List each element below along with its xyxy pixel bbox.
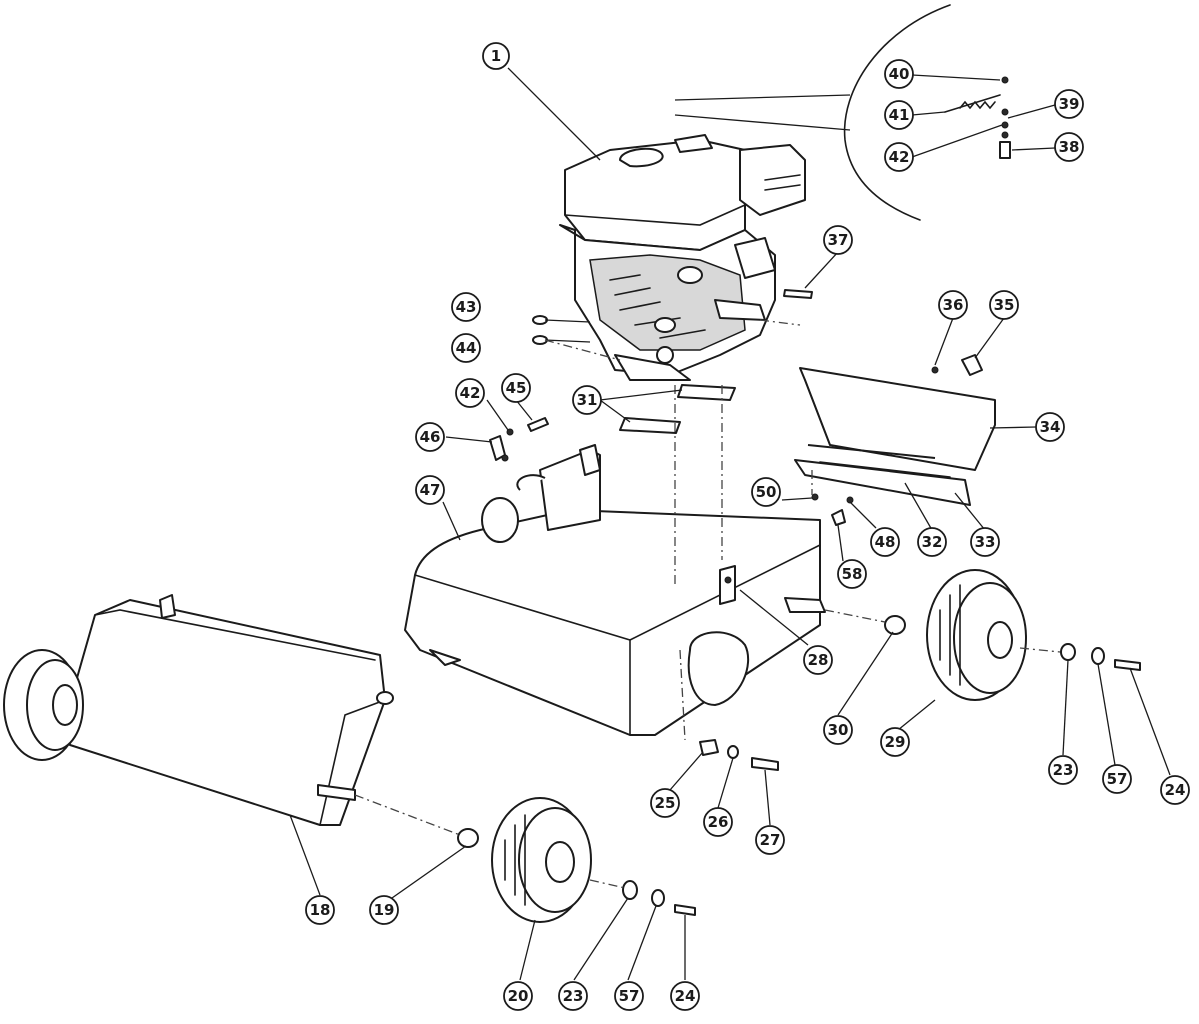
callout-34: 34: [1035, 412, 1065, 442]
svg-text:1: 1: [491, 47, 501, 65]
callout-19: 19: [369, 895, 399, 925]
roller-housing: [3, 594, 394, 826]
callout-31: 31: [572, 385, 602, 415]
callout-48: 48: [870, 527, 900, 557]
callout-26: 26: [703, 807, 733, 837]
callout-57-bottom: 57: [614, 981, 644, 1011]
svg-text:43: 43: [456, 298, 477, 316]
svg-text:31: 31: [577, 391, 598, 409]
callout-24-bottom: 24: [670, 981, 700, 1011]
svg-text:33: 33: [975, 533, 996, 551]
callout-46: 46: [415, 422, 445, 452]
mounting-plates: [619, 384, 736, 434]
callouts: 1 40 41 39 42 38 37 43 44 36 35 42 45 31…: [305, 42, 1190, 1011]
discharge-guard: [794, 354, 996, 526]
callout-30: 30: [823, 715, 853, 745]
callout-42-top: 42: [884, 142, 914, 172]
callout-28: 28: [803, 645, 833, 675]
callout-42-mid: 42: [455, 378, 485, 408]
svg-text:47: 47: [420, 481, 441, 499]
svg-text:24: 24: [1165, 781, 1186, 799]
svg-text:57: 57: [1107, 770, 1128, 788]
front-wheel: [457, 797, 696, 923]
callout-24-right: 24: [1160, 775, 1190, 805]
svg-text:23: 23: [1053, 761, 1074, 779]
callout-40: 40: [884, 59, 914, 89]
callout-1: 1: [482, 42, 510, 70]
svg-text:20: 20: [508, 987, 529, 1005]
engine: [559, 134, 806, 381]
callout-27: 27: [755, 825, 785, 855]
callout-57-right: 57: [1102, 764, 1132, 794]
callout-41: 41: [884, 100, 914, 130]
callout-37: 37: [823, 225, 853, 255]
callout-45: 45: [501, 373, 531, 403]
assembly-axes: [354, 319, 1061, 889]
svg-text:19: 19: [374, 901, 395, 919]
callout-38: 38: [1054, 132, 1084, 162]
svg-text:57: 57: [619, 987, 640, 1005]
svg-text:30: 30: [828, 721, 849, 739]
svg-text:26: 26: [708, 813, 729, 831]
svg-text:46: 46: [420, 428, 441, 446]
svg-text:32: 32: [922, 533, 943, 551]
svg-text:36: 36: [943, 296, 964, 314]
callout-29: 29: [880, 727, 910, 757]
axle-hardware: [699, 739, 779, 771]
callout-44: 44: [451, 333, 481, 363]
throttle-bracket: [489, 417, 549, 462]
svg-text:23: 23: [563, 987, 584, 1005]
svg-text:38: 38: [1059, 138, 1080, 156]
svg-text:34: 34: [1040, 418, 1061, 436]
callout-23-bottom: 23: [558, 981, 588, 1011]
callout-39: 39: [1054, 89, 1084, 119]
engine-bolts: [532, 315, 591, 345]
callout-35: 35: [989, 290, 1019, 320]
svg-text:37: 37: [828, 231, 849, 249]
svg-text:44: 44: [456, 339, 477, 357]
engine-key: [783, 289, 813, 299]
rear-wheel: [884, 569, 1141, 701]
callout-43: 43: [451, 292, 481, 322]
callout-23-right: 23: [1048, 755, 1078, 785]
leader-lines: [289, 67, 1171, 981]
svg-text:45: 45: [506, 379, 527, 397]
callout-32: 32: [917, 527, 947, 557]
svg-text:42: 42: [889, 148, 910, 166]
svg-text:41: 41: [889, 106, 910, 124]
detail-arc: [674, 4, 951, 221]
svg-text:35: 35: [994, 296, 1015, 314]
throttle-screw-assembly: [944, 76, 1011, 159]
callout-50: 50: [751, 477, 781, 507]
svg-text:28: 28: [808, 651, 829, 669]
callout-18: 18: [305, 895, 335, 925]
svg-text:27: 27: [760, 831, 781, 849]
callout-47: 47: [415, 475, 445, 505]
svg-text:24: 24: [675, 987, 696, 1005]
svg-text:50: 50: [756, 483, 777, 501]
chassis: [404, 444, 826, 736]
callout-25: 25: [650, 788, 680, 818]
svg-text:42: 42: [460, 384, 481, 402]
callout-20: 20: [503, 981, 533, 1011]
svg-text:18: 18: [310, 901, 331, 919]
callout-36: 36: [938, 290, 968, 320]
callout-58: 58: [837, 559, 867, 589]
svg-text:48: 48: [875, 533, 896, 551]
svg-text:40: 40: [889, 65, 910, 83]
svg-text:58: 58: [842, 565, 863, 583]
svg-text:29: 29: [885, 733, 906, 751]
callout-33: 33: [970, 527, 1000, 557]
svg-text:39: 39: [1059, 95, 1080, 113]
svg-text:25: 25: [655, 794, 676, 812]
